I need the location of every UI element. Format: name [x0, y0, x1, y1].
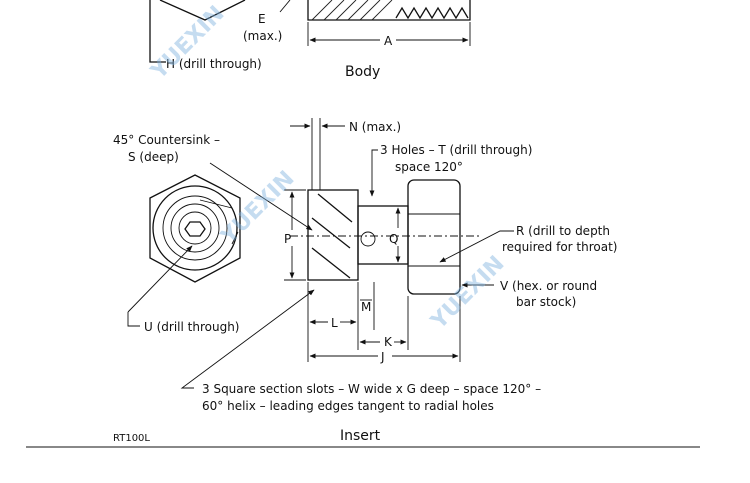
e-leader	[279, 0, 291, 13]
body-hex-leader	[149, 0, 166, 63]
u-callout: U (drill through)	[127, 245, 239, 334]
holes-line2: space 120°	[395, 160, 463, 174]
part-number: RT100L	[113, 433, 150, 444]
dimension-j: J	[309, 296, 461, 364]
body-view: E (max.) A H (drill through) Body	[149, 0, 471, 80]
label-h: H (drill through)	[166, 57, 262, 71]
v-line2: bar stock)	[516, 295, 576, 309]
v-line1: V (hex. or round	[500, 279, 597, 293]
label-j: J	[380, 350, 385, 364]
label-p: P	[284, 232, 291, 246]
insert-caption: Insert	[340, 428, 381, 444]
holes-line1: 3 Holes – T (drill through)	[380, 143, 532, 157]
circle-2	[162, 195, 228, 261]
body-section-hatch	[307, 0, 471, 21]
label-n: N (max.)	[349, 120, 401, 134]
body-hex-edge	[159, 0, 246, 21]
slots-line1: 3 Square section slots – W wide x G deep…	[202, 382, 541, 396]
hex-flats	[408, 213, 460, 267]
label-e: E	[258, 12, 266, 26]
label-k: K	[384, 335, 393, 349]
label-m: M	[361, 300, 371, 314]
insert-hex-stock	[407, 179, 461, 295]
watermark-3: YUEXIN	[426, 251, 510, 335]
slots-line2: 60° helix – leading edges tangent to rad…	[202, 399, 494, 413]
insert-end-view	[149, 174, 241, 283]
label-q: Q	[389, 232, 398, 246]
dimension-n: N (max.)	[290, 118, 401, 190]
label-l: L	[331, 316, 338, 330]
r-line1: R (drill to depth	[516, 224, 610, 238]
dimension-q: Q	[380, 205, 405, 265]
helical-slots	[311, 193, 353, 279]
center-hex-hole	[184, 221, 206, 237]
holes-callout: 3 Holes – T (drill through) space 120°	[369, 143, 532, 197]
r-line2: required for throat)	[502, 240, 617, 254]
r-callout: R (drill to depth required for throat)	[439, 224, 617, 263]
hex-outline	[149, 174, 241, 283]
dimension-l: L	[307, 282, 357, 362]
watermark-1: YUEXIN	[146, 1, 230, 85]
insert-neck	[357, 205, 409, 265]
insert-view: N (max.) 45° Countersink – S (deep) 3 Ho…	[113, 118, 617, 444]
insert-side-view	[290, 179, 480, 295]
countersink-callout: 45° Countersink – S (deep)	[113, 133, 313, 231]
circle-4	[178, 211, 212, 245]
dimension-p: P	[284, 189, 306, 281]
slot-marks	[199, 199, 239, 245]
label-e-max: (max.)	[243, 29, 282, 43]
label-u: U (drill through)	[144, 320, 239, 334]
circle-3	[170, 203, 220, 253]
dimension-k: K	[359, 296, 409, 350]
body-caption: Body	[345, 64, 380, 80]
radial-hole	[360, 231, 376, 247]
outer-circle	[152, 185, 238, 271]
countersink-line2: S (deep)	[128, 150, 179, 164]
dimension-a: A	[307, 22, 471, 48]
dimension-m: M	[357, 282, 375, 350]
slots-callout: 3 Square section slots – W wide x G deep…	[180, 289, 541, 413]
countersink-line1: 45° Countersink –	[113, 133, 220, 147]
label-a: A	[384, 34, 393, 48]
v-callout: V (hex. or round bar stock)	[461, 279, 597, 309]
